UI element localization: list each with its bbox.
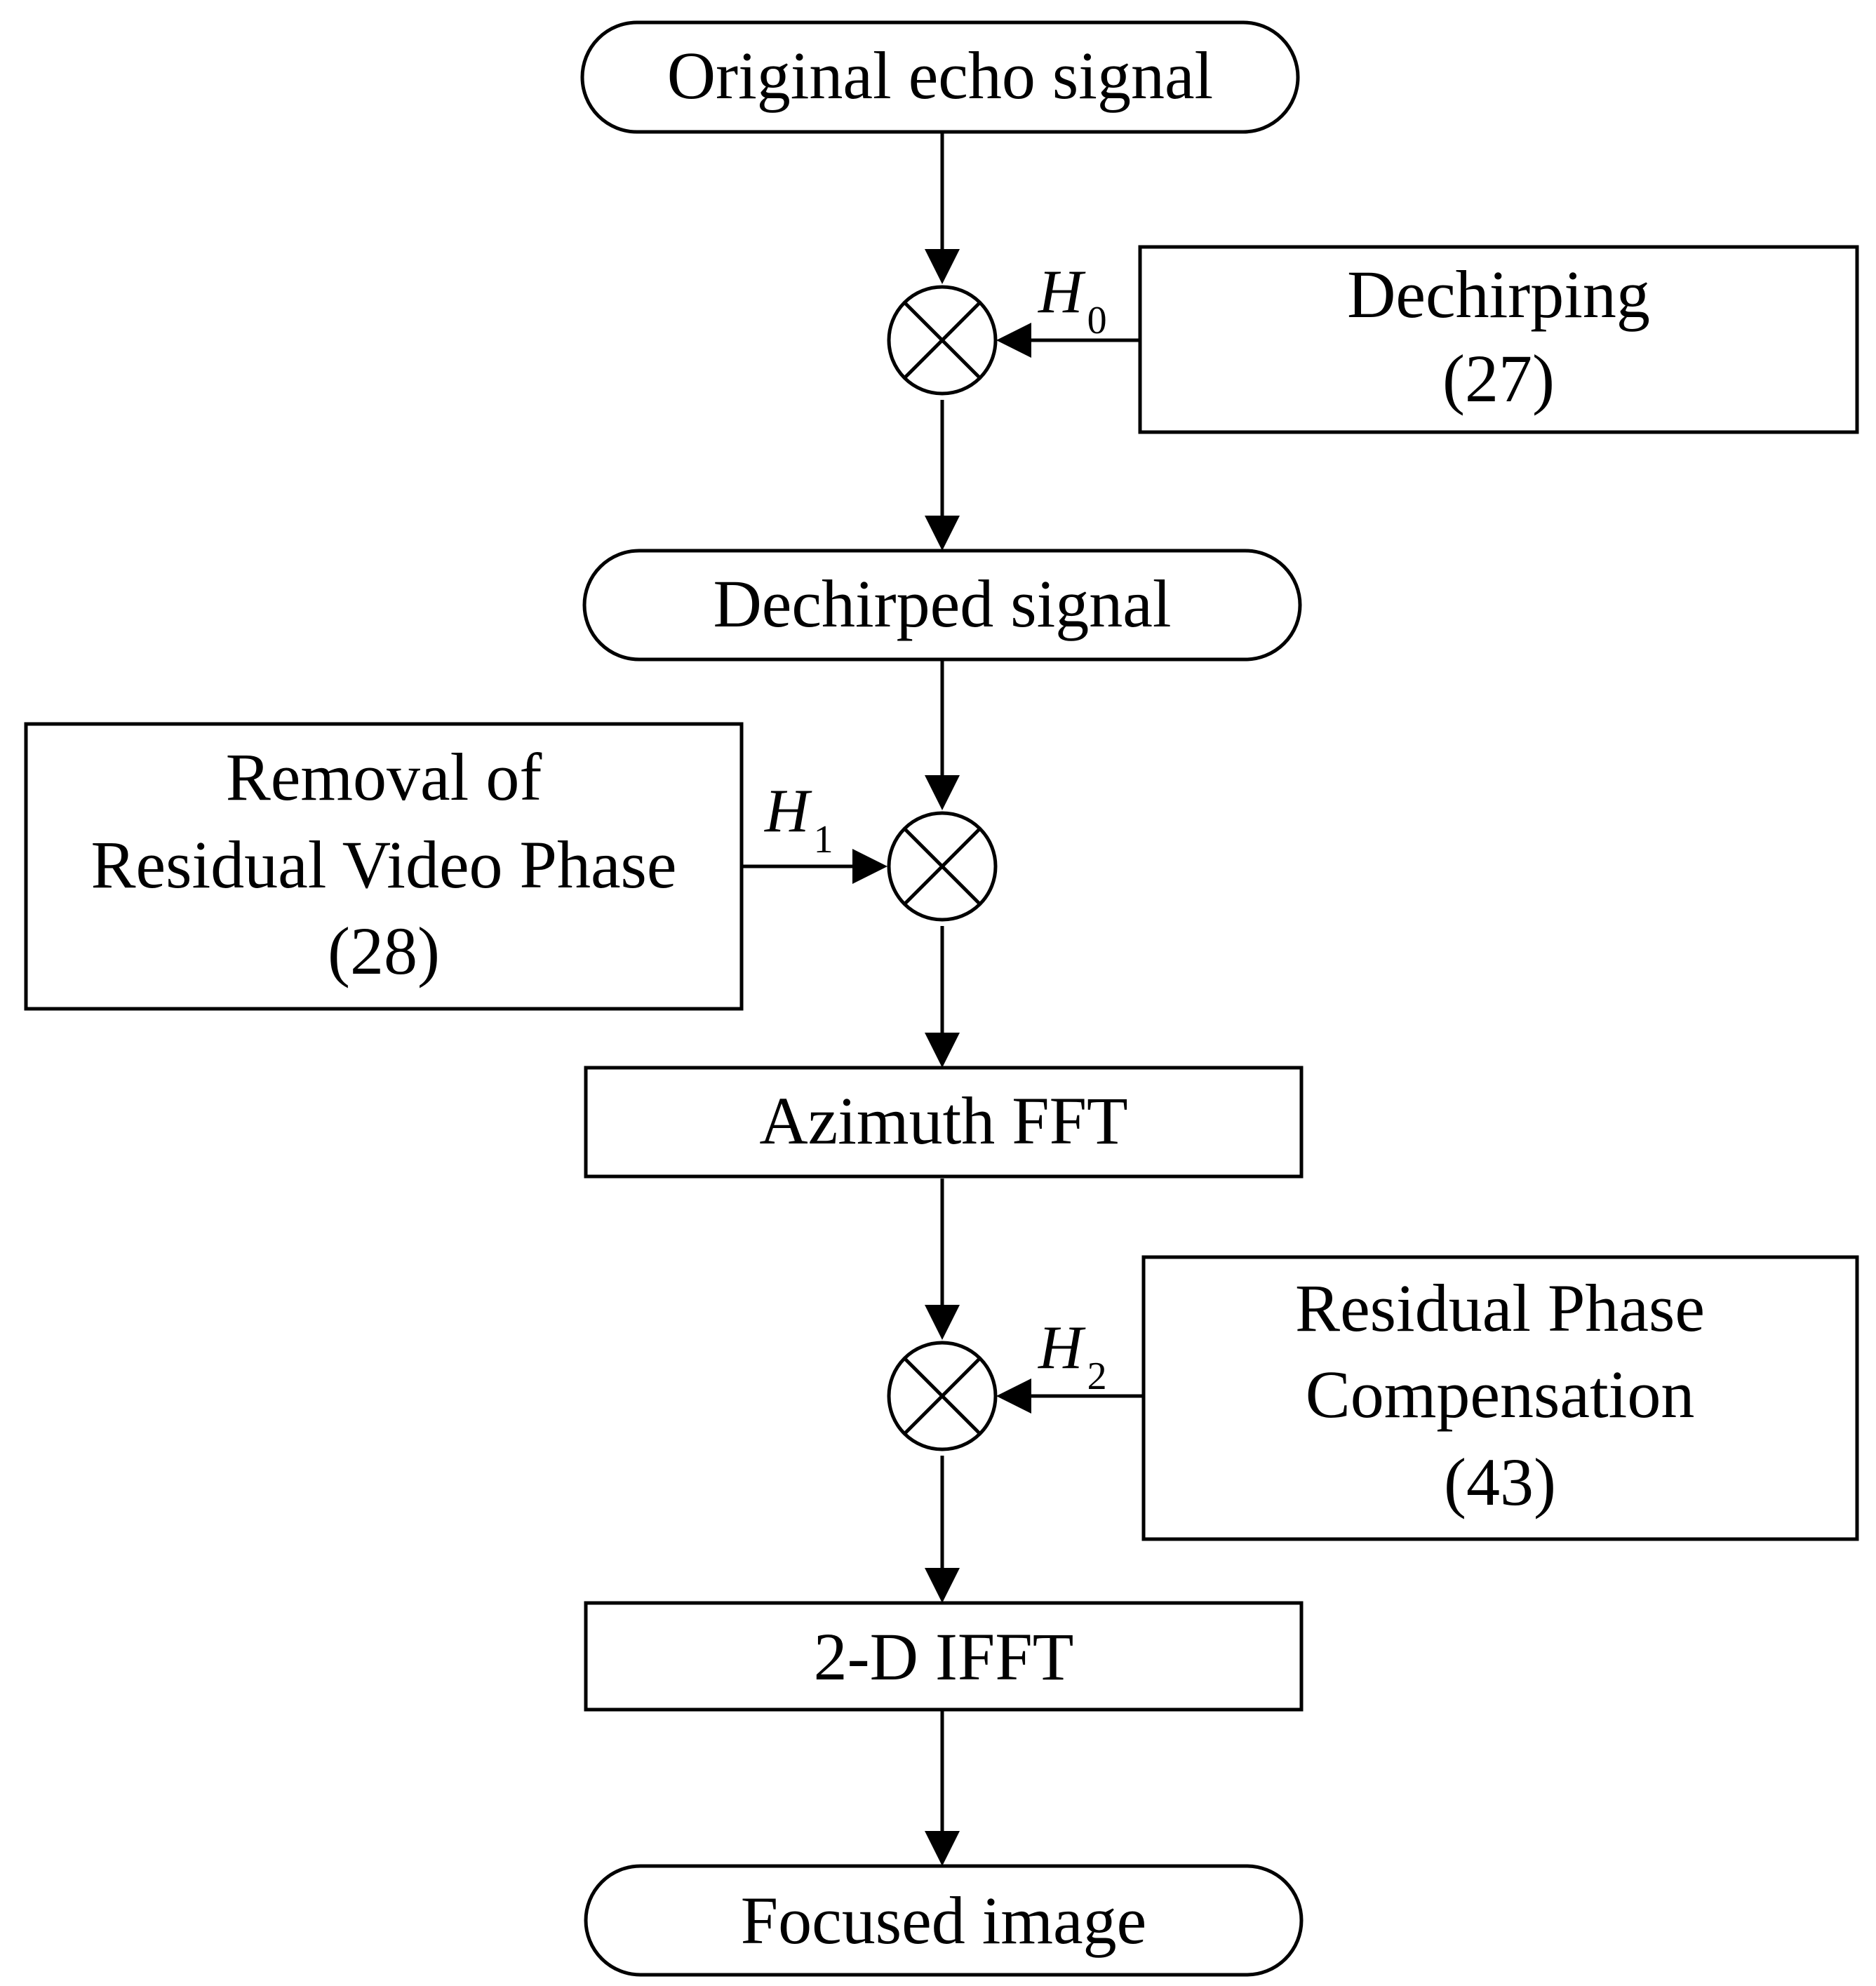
node-label-line1: Residual Phase bbox=[1295, 1270, 1705, 1346]
process-box bbox=[1138, 245, 1859, 434]
node-2d-ifft: 2-D IFFT bbox=[584, 1601, 1304, 1712]
node-removal-residual-video-phase: Removal of Residual Video Phase (28) bbox=[24, 722, 744, 1011]
node-dechirping: Dechirping (27) bbox=[1138, 245, 1859, 434]
filter-symbol: H bbox=[764, 777, 812, 845]
terminal-shape bbox=[580, 20, 1300, 134]
multiplier-h0 bbox=[887, 285, 998, 396]
multiply-cross-line bbox=[903, 1357, 981, 1435]
node-label: Focused image bbox=[741, 1883, 1147, 1958]
node-residual-phase-compensation: Residual Phase Compensation (43) bbox=[1141, 1255, 1859, 1541]
process-box bbox=[24, 722, 744, 1011]
process-box bbox=[1141, 1255, 1859, 1541]
node-label-line2: Residual Video Phase bbox=[91, 827, 676, 902]
process-box bbox=[584, 1601, 1304, 1712]
filter-symbol: H bbox=[1038, 1314, 1086, 1382]
multiply-cross-line bbox=[903, 827, 981, 906]
node-label-line1: Removal of bbox=[226, 739, 542, 814]
multiplier-h1 bbox=[887, 811, 998, 922]
process-box bbox=[584, 1066, 1304, 1179]
node-label: Original echo signal bbox=[667, 38, 1213, 113]
filter-subscript: 2 bbox=[1087, 1355, 1107, 1398]
node-label-line2: Compensation bbox=[1306, 1357, 1695, 1432]
node-original-echo-signal: Original echo signal bbox=[580, 20, 1300, 134]
terminal-shape bbox=[582, 549, 1302, 662]
equation-ref: (43) bbox=[1444, 1444, 1556, 1519]
node-label: 2-D IFFT bbox=[814, 1619, 1074, 1694]
node-label: Azimuth FFT bbox=[759, 1083, 1127, 1158]
filter-symbol: H bbox=[1038, 258, 1086, 326]
equation-ref: (27) bbox=[1442, 341, 1555, 416]
multiplier-h2 bbox=[887, 1341, 998, 1451]
node-focused-image: Focused image bbox=[584, 1864, 1304, 1977]
multiply-cross-line bbox=[903, 301, 981, 380]
node-dechirped-signal: Dechirped signal bbox=[582, 549, 1302, 662]
node-label: Dechirped signal bbox=[713, 566, 1171, 641]
node-label: Dechirping bbox=[1347, 257, 1650, 332]
filter-subscript: 1 bbox=[814, 818, 833, 861]
filter-subscript: 0 bbox=[1087, 299, 1107, 342]
terminal-shape bbox=[584, 1864, 1304, 1977]
equation-ref: (28) bbox=[328, 913, 440, 988]
node-azimuth-fft: Azimuth FFT bbox=[584, 1066, 1304, 1179]
